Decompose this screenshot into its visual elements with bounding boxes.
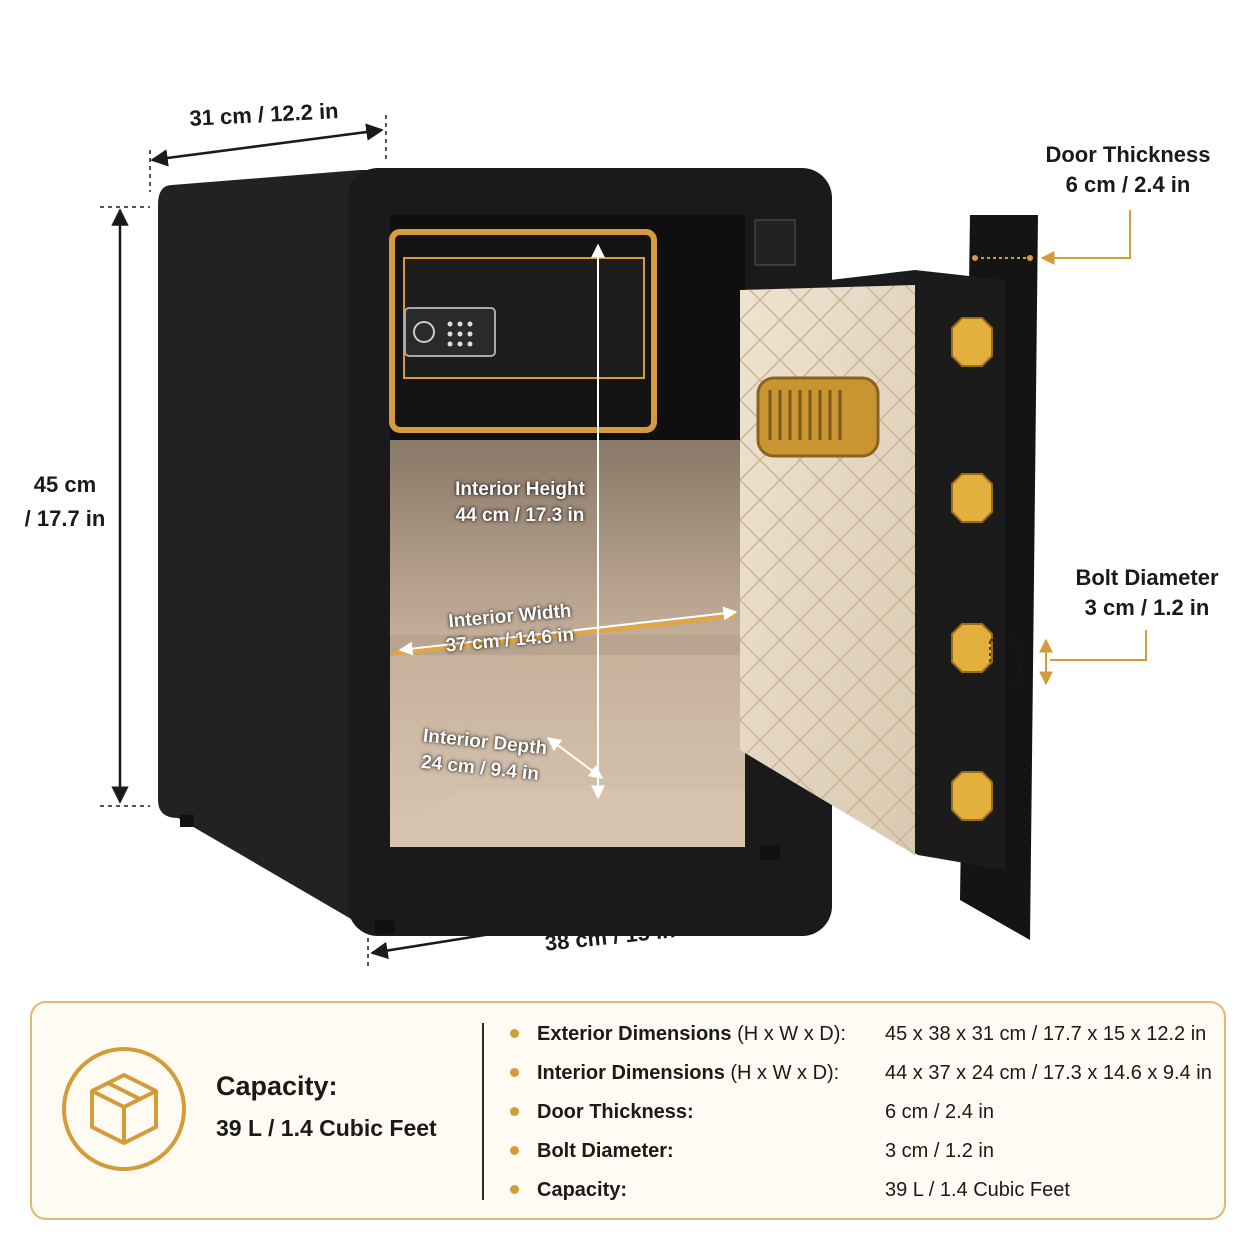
product-illustration: 31 cm / 12.2 in 45 cm / 17.7 in 38 cm / … [24, 98, 1219, 970]
door-thickness-value: 6 cm / 2.4 in [1065, 172, 1191, 197]
spec-label: Door Thickness: [537, 1101, 694, 1123]
safe-drawing [100, 115, 1147, 970]
bullet-icon [510, 1146, 519, 1155]
door-thickness-title: Door Thickness [1045, 142, 1211, 167]
capacity-title: Capacity: [216, 1071, 338, 1101]
spec-value: 45 x 38 x 31 cm / 17.7 x 15 x 12.2 in [885, 1023, 1207, 1045]
spec-value: 44 x 37 x 24 cm / 17.3 x 14.6 x 9.4 in [885, 1062, 1212, 1084]
spec-row-door-thickness: Door Thickness: 6 cm / 2.4 in [510, 1097, 1228, 1136]
spec-divider [482, 1023, 484, 1200]
bolt-diameter-value: 3 cm / 1.2 in [1084, 595, 1210, 620]
bullet-icon [510, 1068, 519, 1077]
spec-row-interior: Interior Dimensions (H x W x D): 44 x 37… [510, 1058, 1228, 1097]
spec-list: Exterior Dimensions (H x W x D): 45 x 38… [510, 1019, 1228, 1214]
height-dimension-label-line1: 45 cm [33, 472, 97, 497]
spec-value: 3 cm / 1.2 in [885, 1140, 994, 1162]
bullet-icon [510, 1107, 519, 1116]
bullet-icon [510, 1029, 519, 1038]
interior-height-value: 44 cm / 17.3 in [455, 505, 585, 526]
box-icon [60, 1045, 188, 1173]
interior-height-title: Interior Height [455, 479, 585, 500]
spec-row-capacity: Capacity: 39 L / 1.4 Cubic Feet [510, 1175, 1228, 1214]
spec-label-suffix: (H x W x D): [731, 1023, 846, 1045]
bolt-diameter-title: Bolt Diameter [1075, 565, 1219, 590]
spec-label: Interior Dimensions [537, 1062, 725, 1084]
bullet-icon [510, 1185, 519, 1194]
spec-value: 39 L / 1.4 Cubic Feet [885, 1179, 1070, 1201]
spec-label: Exterior Dimensions [537, 1023, 732, 1045]
spec-value: 6 cm / 2.4 in [885, 1101, 994, 1123]
capacity-value: 39 L / 1.4 Cubic Feet [216, 1115, 437, 1141]
spec-row-exterior: Exterior Dimensions (H x W x D): 45 x 38… [510, 1019, 1228, 1058]
height-dimension-label-line2: / 17.7 in [24, 506, 106, 531]
spec-row-bolt-diameter: Bolt Diameter: 3 cm / 1.2 in [510, 1136, 1228, 1175]
spec-label: Bolt Diameter: [537, 1140, 674, 1162]
spec-label: Capacity: [537, 1179, 628, 1201]
spec-label-suffix: (H x W x D): [724, 1062, 840, 1084]
specifications-panel: Capacity: 39 L / 1.4 Cubic Feet Exterior… [30, 1001, 1226, 1220]
